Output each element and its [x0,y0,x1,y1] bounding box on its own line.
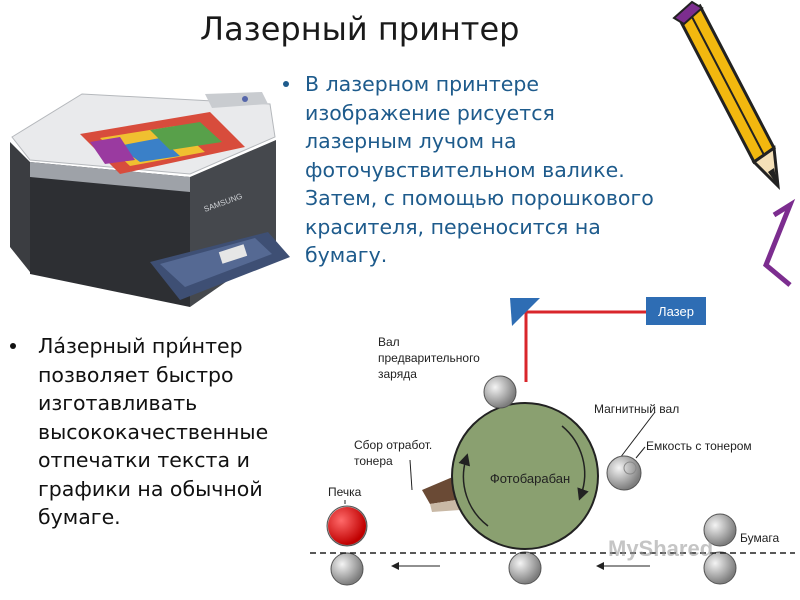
svg-text:тонера: тонера [354,454,393,468]
drum-label: Фотобарабан [490,471,570,486]
text-line: В лазерном принтере [305,72,540,96]
bullet-dot [10,343,16,349]
text-line: изображение рисуется [305,100,555,125]
text-line: бумагу. [305,243,388,267]
slide-title: Лазерный принтер [200,10,520,48]
bullet-dot [283,81,289,87]
oven-roller-bottom [330,552,364,586]
text-line: фоточувствительном валике. [305,157,625,182]
magnetic-roller-label: Магнитный вал [594,402,679,416]
svg-text:заряда: заряда [378,367,417,381]
waste-toner-label: Сбор отработ. [354,438,432,452]
text-line: бумаге. [38,505,121,529]
charge-roller-label: Вал [378,335,400,349]
paper-label: Бумага [740,531,780,545]
oven-label: Печка [328,485,362,499]
charge-roller [483,375,517,409]
text-line: Ла́зерный при́нтер [38,334,243,358]
watermark: MyShared [608,536,714,561]
paper-roller-bottom [703,551,737,585]
laser-printer-diagram: Лазер Вал предварительного заряда Магнит… [310,297,795,586]
text-line: высококачественные [38,419,269,444]
laser-box [646,297,706,325]
paper-roller-top [703,513,737,547]
text-line: позволяет быстро [38,362,234,387]
text-line: красителя, переносится на [305,214,601,239]
toner-container-label: Емкость с тонером [646,439,752,453]
laser-beam [524,310,646,382]
transfer-roller [508,551,542,585]
printer-image: SAMSUNG [10,92,290,307]
toner-container [623,461,637,475]
pencil-icon [672,0,796,287]
magnetic-roller [606,455,642,491]
text-line: отпечатки текста и [38,448,250,472]
text-line: изготавливать [38,391,198,415]
waste-toner-bin [422,476,456,504]
top-bullet-text: В лазерном принтере изображение рисуется… [275,70,745,270]
laser-label: Лазер [658,304,694,319]
text-line: графики на обычной [38,476,263,501]
photo-drum [451,402,599,550]
text-line: Затем, с помощью порошкового [305,186,654,210]
text-line: лазерным лучом на [305,129,517,153]
left-bullet-text: Ла́зерный при́нтер позволяет быстро изго… [8,332,308,532]
mirror [510,298,540,326]
svg-text:предварительного: предварительного [378,351,480,365]
